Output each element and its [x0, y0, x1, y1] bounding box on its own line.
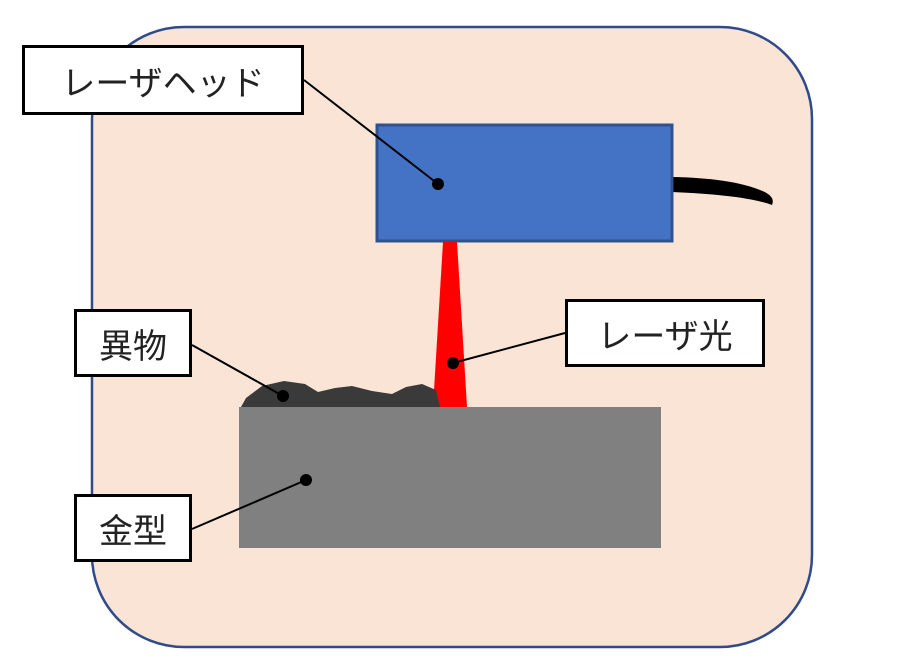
label-laser-light-text: レーザ光 [597, 316, 733, 357]
leader-dot-foreign-matter [277, 390, 289, 402]
label-laser-light: レーザ光 [565, 299, 765, 367]
label-foreign-matter-text: 異物 [99, 326, 167, 367]
leader-dot-mold [300, 474, 312, 486]
leader-dot-laser-head [432, 178, 444, 190]
label-mold-text: 金型 [99, 511, 167, 552]
label-mold: 金型 [74, 494, 192, 562]
leader-line-laser-head [303, 79, 439, 185]
laser-head [375, 123, 674, 243]
leader-line-foreign-matter [191, 344, 284, 397]
laser-beam [433, 242, 467, 407]
label-laser-head: レーザヘッド [22, 45, 304, 115]
leader-dot-laser-light [447, 357, 459, 369]
label-laser-head-text: レーザヘッド [61, 63, 265, 104]
foreign-matter [241, 381, 440, 407]
cable [672, 177, 773, 205]
leader-line-mold [191, 479, 307, 530]
leader-line-laser-light [452, 332, 566, 364]
label-foreign-matter: 異物 [74, 309, 192, 377]
